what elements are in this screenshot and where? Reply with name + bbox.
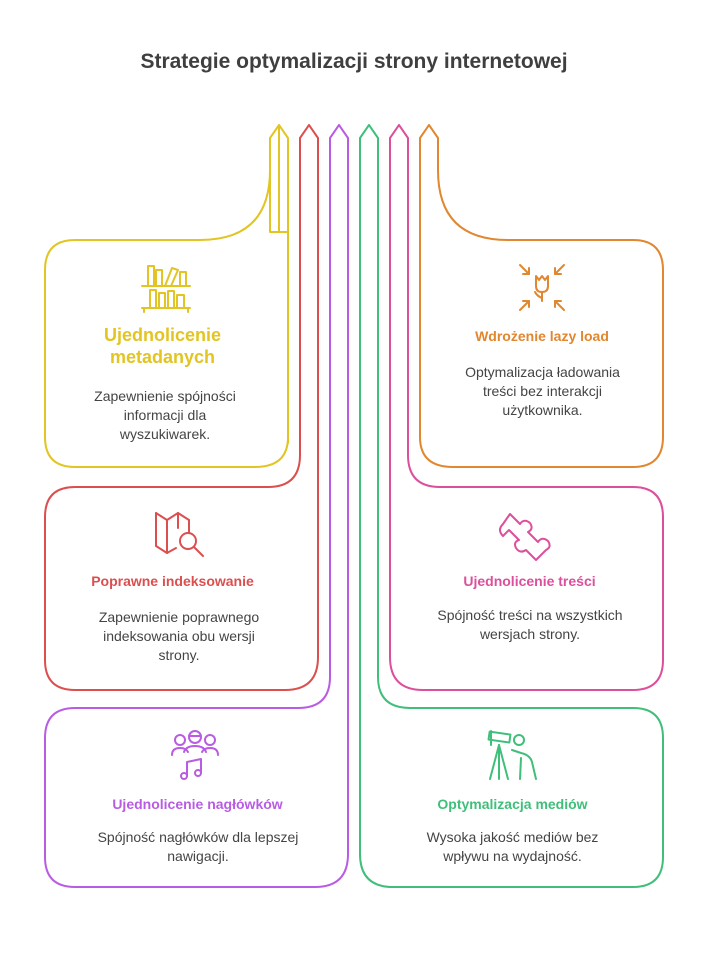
connector-metadata — [44, 124, 289, 468]
connector-media — [359, 124, 664, 888]
connector-headers — [44, 124, 349, 888]
card-description-media: Wysoka jakość mediów bez wpływu na wydaj… — [426, 829, 599, 864]
tulip-focus-icon — [519, 264, 565, 311]
people-music-icon — [171, 730, 219, 780]
telescope-person-icon — [487, 730, 537, 780]
card-title-lazyload: Wdrożenie lazy load — [475, 328, 609, 344]
card-title-content: Ujednolicenie treści — [463, 573, 596, 589]
card-description-lazyload: Optymalizacja ładowania treści bez inter… — [465, 364, 620, 418]
card-description-indexing: Zapewnienie poprawnego indeksowania obu … — [98, 609, 260, 663]
card-title-indexing: Poprawne indeksowanie — [91, 573, 254, 589]
page-title: Strategie optymalizacji strony interneto… — [140, 50, 568, 73]
card-description-content: Spójność treści na wszystkich wersjach s… — [437, 607, 623, 642]
connector-content — [389, 124, 664, 691]
connector-indexing — [44, 124, 319, 691]
card-description-headers: Spójność nagłówków dla lepszej nawigacji… — [97, 829, 299, 864]
card-title-media: Optymalizacja mediów — [437, 796, 588, 812]
card-title-headers: Ujednolicenie nagłówków — [112, 796, 283, 812]
connector-lazyload — [419, 124, 664, 468]
card-description-metadata: Zapewnienie spójności informacji dla wys… — [94, 388, 236, 442]
card-title-metadata: Ujednolicenie metadanych — [103, 325, 222, 367]
puzzle-piece-icon — [499, 513, 551, 561]
map-search-icon — [155, 512, 204, 557]
bookshelf-icon — [141, 265, 191, 313]
